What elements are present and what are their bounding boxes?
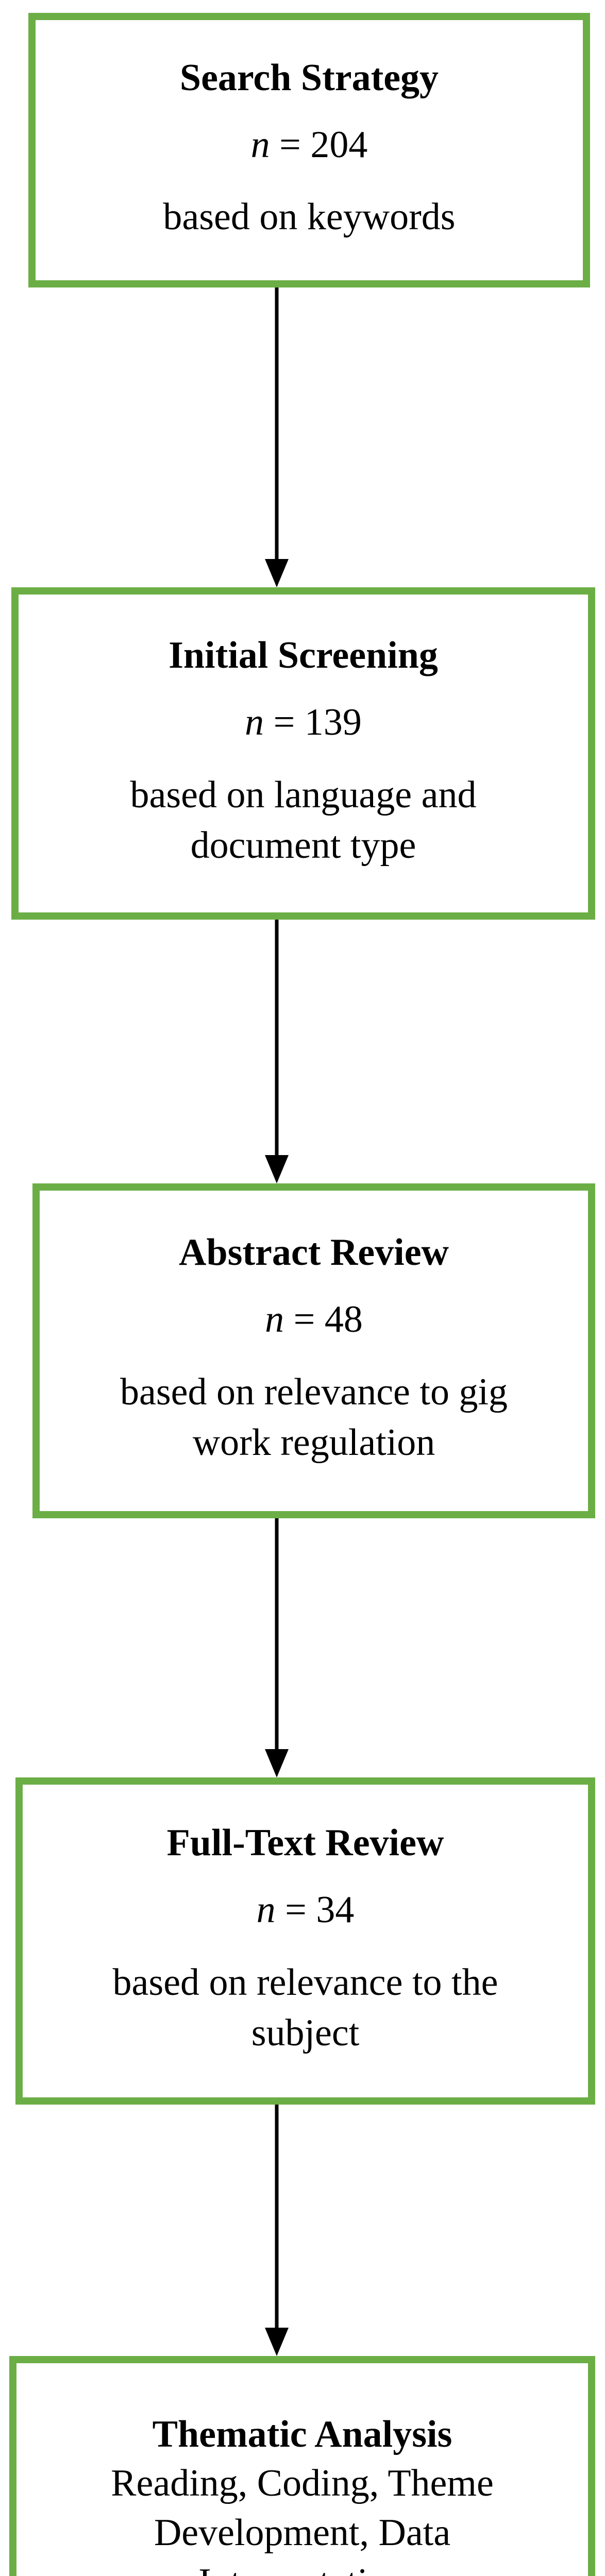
- arrow-head-icon: [265, 2328, 289, 2356]
- node-title-initial-screening: Initial Screening: [169, 634, 438, 676]
- n-equals: =: [264, 701, 305, 743]
- node-description-line-full-text-review-2: subject: [251, 2011, 360, 2054]
- node-description-line-thematic-analysis-1: Reading, Coding, Theme: [111, 2462, 494, 2504]
- flow-node-full-text-review: Full-Text Review n = 34 based on relevan…: [15, 1777, 595, 2105]
- flow-node-initial-screening: Initial Screening n = 139 based on langu…: [11, 587, 595, 920]
- node-description-line-abstract-review-1: based on relevance to gig: [120, 1371, 508, 1414]
- node-description-line-abstract-review-2: work regulation: [192, 1421, 435, 1464]
- arrow-head-icon: [265, 559, 289, 587]
- arrow-head-icon: [265, 1749, 289, 1777]
- flow-arrow-abstract-review-to-full-text-review: [0, 1518, 605, 1777]
- node-description-line-thematic-analysis-2: Development, Data: [154, 2511, 451, 2554]
- n-value: 139: [304, 701, 362, 743]
- node-description-line-thematic-analysis-3: Interpretation: [16, 2557, 588, 2576]
- n-symbol: n: [250, 124, 270, 166]
- flow-node-search-strategy: Search Strategy n = 204 based on keyword…: [28, 13, 590, 287]
- node-count-initial-screening: n = 139: [19, 703, 588, 741]
- flow-arrow-search-strategy-to-initial-screening: [0, 287, 605, 587]
- n-value: 34: [316, 1888, 355, 1931]
- n-equals: =: [275, 1888, 316, 1931]
- flow-arrow-initial-screening-to-abstract-review: [0, 920, 605, 1183]
- node-description-line-full-text-review-1: based on relevance to the: [112, 1961, 498, 2004]
- node-description-line-initial-screening-2: document type: [190, 824, 416, 867]
- node-count-full-text-review: n = 34: [23, 1891, 588, 1929]
- n-value: 48: [324, 1298, 363, 1341]
- node-count-abstract-review: n = 48: [40, 1300, 588, 1338]
- n-equals: =: [284, 1298, 325, 1341]
- node-count-search-strategy: n = 204: [36, 126, 583, 164]
- node-title-full-text-review: Full-Text Review: [166, 1821, 444, 1864]
- node-title-thematic-analysis: Thematic Analysis: [152, 2413, 452, 2455]
- node-description-line-search-strategy-1: based on keywords: [163, 196, 456, 239]
- n-symbol: n: [245, 701, 264, 743]
- flow-node-thematic-analysis: Thematic Analysis Reading, Coding, Theme…: [9, 2356, 595, 2576]
- node-title-search-strategy: Search Strategy: [179, 57, 439, 99]
- node-title-abstract-review: Abstract Review: [179, 1231, 449, 1274]
- n-equals: =: [270, 124, 311, 166]
- arrow-head-icon: [265, 1155, 289, 1183]
- n-value: 204: [310, 124, 368, 166]
- node-description-line-initial-screening-1: based on language and: [130, 773, 477, 816]
- flow-arrow-full-text-review-to-thematic-analysis: [0, 2105, 605, 2356]
- flow-node-abstract-review: Abstract Review n = 48 based on relevanc…: [32, 1183, 595, 1518]
- n-symbol: n: [256, 1888, 276, 1931]
- n-symbol: n: [265, 1298, 284, 1341]
